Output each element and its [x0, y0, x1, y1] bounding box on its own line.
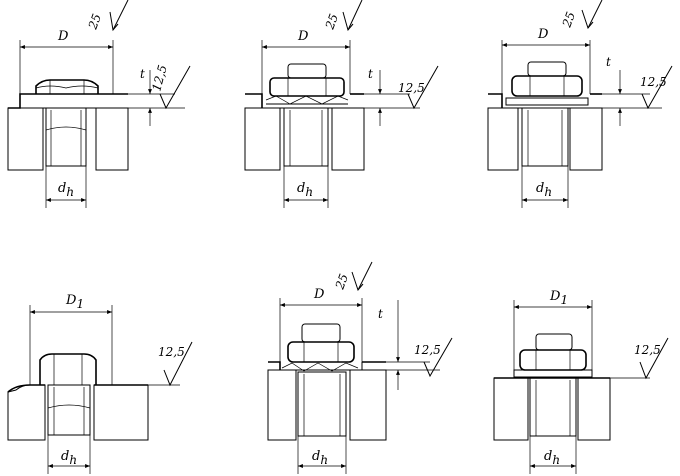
roughness-label: 25	[322, 12, 341, 32]
roughness-label: 25	[85, 12, 104, 32]
depth-label: t	[378, 307, 383, 321]
dim-dh-label: dh	[58, 181, 74, 199]
base-plate	[493, 377, 611, 441]
roughness-label-side: 12,5	[414, 343, 441, 357]
hex-nut	[505, 61, 589, 106]
roughness-label-side: 12,5	[158, 345, 185, 359]
dim-d1-label: D1	[549, 289, 568, 307]
depth-label: t	[140, 67, 145, 81]
stud	[283, 107, 329, 167]
stud	[45, 107, 87, 167]
base-plate	[7, 384, 149, 441]
base-plate	[267, 361, 387, 441]
figure-2: D 25 t 12,5 dh	[244, 0, 439, 208]
dimensions	[19, 0, 191, 208]
dim-d-label: D	[57, 29, 69, 44]
dim-dh-label: dh	[544, 449, 560, 467]
roughness-label: 25	[559, 10, 578, 30]
figure-5: D 25 t 12,5 dh	[267, 261, 453, 474]
dimensions	[261, 0, 439, 208]
hex-nut	[265, 63, 349, 105]
hex-nut	[39, 353, 97, 385]
dimensions	[279, 261, 453, 474]
base-plate	[7, 93, 129, 171]
stud	[297, 371, 347, 437]
depth-label: t	[606, 55, 611, 69]
figure-3: D 25 t 12,5 dh	[487, 0, 673, 208]
roughness-label-side: 12,5	[149, 63, 169, 92]
hex-nut	[513, 333, 593, 378]
dim-dh-label: dh	[297, 181, 313, 199]
dimensions	[29, 305, 193, 474]
dim-dh-label: dh	[61, 449, 77, 467]
roughness-label-side: 12,5	[398, 81, 425, 95]
stud	[521, 107, 569, 167]
stud	[47, 384, 91, 436]
hex-nut	[281, 323, 359, 372]
dim-dh-label: dh	[536, 181, 552, 199]
roughness-label: 25	[332, 272, 351, 292]
base-plate	[244, 93, 365, 171]
hex-nut	[35, 79, 99, 94]
figure-6: D1 12,5 dh	[493, 289, 669, 474]
dimensions	[513, 300, 669, 474]
roughness-label-side: 12,5	[634, 343, 661, 357]
dimensions	[501, 0, 673, 208]
dim-d-label: D	[297, 29, 309, 44]
figure-1: D 25 t 12,5 dh	[7, 0, 191, 208]
roughness-label-side: 12,5	[640, 75, 667, 89]
depth-label: t	[368, 67, 373, 81]
dim-d1-label: D1	[65, 293, 84, 311]
stud	[529, 377, 577, 437]
dim-dh-label: dh	[312, 449, 328, 467]
figure-4: D1 12,5 dh	[7, 293, 193, 474]
dim-d-label: D	[537, 27, 549, 42]
dim-d-label: D	[313, 287, 325, 302]
